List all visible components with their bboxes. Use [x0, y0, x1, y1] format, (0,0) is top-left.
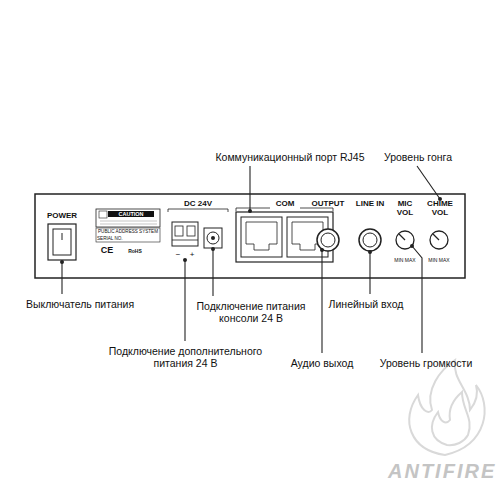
panel-label: COM	[270, 199, 300, 208]
watermark-flame	[409, 360, 484, 455]
warning-label: CAUTION	[108, 211, 154, 217]
callout-text: Уровень гонга	[376, 151, 460, 163]
leader-lines	[62, 166, 440, 353]
panel-label: CHIME VOL	[420, 199, 460, 217]
panel-label: POWER	[40, 211, 84, 220]
scale-text: MIN MAX	[393, 258, 417, 264]
sticker-text: SERIAL NO.	[97, 236, 159, 241]
power-switch	[48, 224, 76, 260]
panel-label: OUTPUT	[305, 199, 351, 208]
leader-dots	[60, 197, 442, 264]
scale-text: MIN MAX	[427, 258, 451, 264]
watermark-text: ANTIFIRE	[388, 460, 496, 483]
callout-text: Подключение питания консоли 24 В	[190, 300, 312, 324]
polarity-mark: +	[186, 250, 198, 259]
panel-label: LINE IN	[348, 199, 392, 208]
audio-jacks	[317, 229, 381, 251]
callout-text: Выключатель питания	[10, 298, 150, 310]
callout-text: Аудио выход	[286, 357, 358, 369]
callout-text: Линейный вход	[326, 298, 406, 310]
sticker-text: PUBLIC ADDRESS SYSTEM	[97, 229, 159, 234]
volume-knobs	[396, 231, 448, 249]
cert-mark: CE	[98, 245, 116, 255]
dc-jack	[204, 228, 222, 248]
dc-bracket	[168, 209, 228, 212]
callout-text: Коммуникационный порт RJ45	[200, 151, 380, 163]
panel-label: MIC VOL	[391, 199, 419, 217]
polarity-mark: −	[172, 250, 184, 259]
callout-text: Уровень громкости	[370, 357, 482, 369]
cert-mark: RoHS	[124, 249, 146, 255]
callout-text: Подключение дополнительного питания 24 В	[103, 345, 268, 369]
panel-label: DC 24V	[172, 199, 224, 208]
terminal-block	[172, 222, 198, 246]
caution-sticker	[96, 209, 160, 242]
